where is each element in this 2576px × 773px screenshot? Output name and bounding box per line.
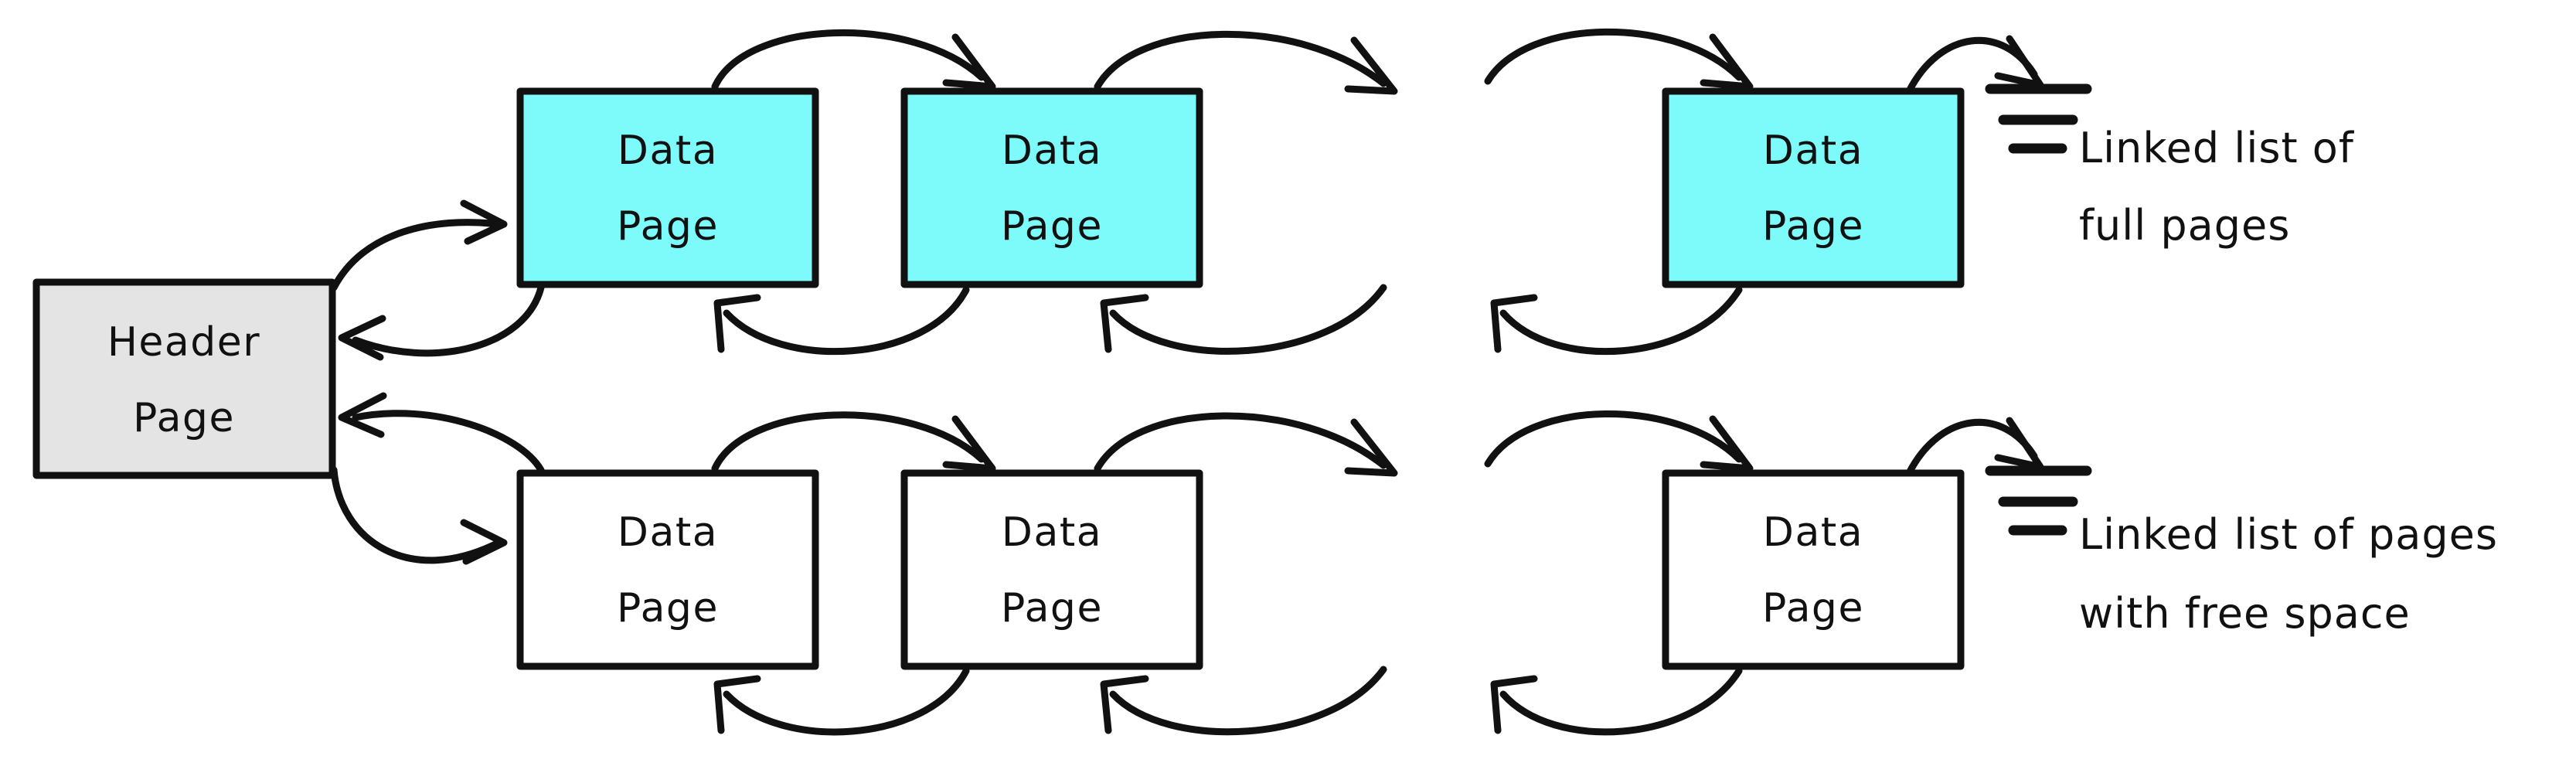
edge-gap-to-free-page-2 — [1100, 666, 1387, 736]
caption-free-space-pages: Linked list of pages with free space — [2079, 510, 2498, 638]
edge-path — [1484, 28, 1743, 85]
full-page-node-1[interactable]: Data Page — [516, 87, 819, 288]
edge-gap-to-full-page-3 — [1484, 28, 1754, 90]
edge-path — [330, 219, 502, 291]
full-page-rect — [516, 87, 819, 288]
arrow-right-icon — [1700, 415, 1754, 472]
full-page-node-2[interactable]: Data Page — [900, 87, 1203, 288]
arrow-right-icon — [942, 33, 996, 90]
arrow-right-icon — [1344, 418, 1398, 477]
arrow-left-icon — [713, 675, 761, 734]
edge-path — [723, 667, 970, 736]
header-page-rect — [32, 278, 336, 479]
arrow-left-icon — [1100, 294, 1149, 353]
caption-free-space-line2: with free space — [2079, 589, 2411, 638]
full-page-label-line2: Page — [1762, 203, 1864, 250]
header-page-node[interactable]: Header Page — [32, 278, 336, 479]
free-page-label-line1: Data — [1002, 509, 1102, 556]
edge-path — [723, 286, 970, 356]
free-page-label-line1: Data — [1763, 509, 1863, 556]
edge-free-page-3-to-null — [1905, 417, 2044, 477]
free-page-node-1[interactable]: Data Page — [516, 469, 819, 670]
free-page-rect — [900, 469, 1203, 670]
full-page-label-line1: Data — [618, 128, 718, 174]
free-page-label-line2: Page — [1762, 585, 1864, 632]
edge-full-page-2-to-gap — [1094, 30, 1398, 95]
arrow-right-icon — [1344, 36, 1398, 95]
edge-header-to-free-page-1 — [330, 466, 508, 565]
arrow-right-icon — [460, 199, 508, 245]
arrow-left-icon — [338, 315, 386, 361]
free-page-node-3[interactable]: Data Page — [1662, 469, 1965, 670]
edge-free-page-2-to-free-page-1 — [713, 667, 970, 736]
edge-free-page-3-to-gap — [1490, 667, 1743, 736]
caption-free-space-line1: Linked list of pages — [2079, 510, 2498, 559]
caption-full-pages-line1: Linked list of — [2079, 124, 2355, 172]
edge-free-page-1-to-free-page-2 — [711, 411, 996, 472]
edge-free-page-1-to-header — [338, 392, 545, 474]
free-page-rect — [1662, 469, 1965, 670]
edge-path — [1094, 412, 1387, 472]
edge-path — [1094, 30, 1387, 90]
full-page-label-line2: Page — [617, 203, 719, 250]
free-page-rect — [516, 469, 819, 670]
free-page-label-line2: Page — [617, 585, 719, 632]
full-page-node-3[interactable]: Data Page — [1662, 87, 1965, 288]
edge-full-page-1-to-full-page-2 — [711, 29, 996, 90]
full-page-rect — [900, 87, 1203, 288]
free-page-label-line2: Page — [1001, 585, 1103, 632]
ground-icon — [1985, 465, 2092, 536]
full-page-label-line1: Data — [1763, 128, 1863, 174]
edge-gap-to-free-page-3 — [1484, 410, 1754, 472]
edge-full-page-3-to-null — [1905, 35, 2044, 95]
edge-full-page-2-to-full-page-1 — [713, 286, 970, 356]
arrow-right-icon — [460, 519, 508, 565]
edge-path — [1484, 410, 1743, 468]
arrow-right-icon — [1700, 33, 1754, 90]
edge-path — [1499, 667, 1743, 736]
arrow-left-icon — [338, 392, 387, 438]
edge-gap-to-full-page-2 — [1100, 284, 1387, 355]
arrow-left-icon — [713, 294, 761, 353]
caption-full-pages-line2: full pages — [2079, 201, 2290, 250]
caption-full-pages: Linked list of full pages — [2079, 124, 2355, 250]
edge-path — [330, 466, 502, 564]
free-page-label-line1: Data — [618, 509, 718, 556]
full-page-rect — [1662, 87, 1965, 288]
edge-free-page-2-to-gap — [1094, 412, 1398, 477]
edge-path — [1109, 666, 1387, 736]
header-page-label-line2: Page — [133, 395, 235, 441]
full-page-label-line2: Page — [1001, 203, 1103, 250]
arrow-left-icon — [1490, 294, 1538, 353]
edge-path — [352, 284, 545, 357]
edge-full-page-1-to-header — [338, 284, 545, 361]
edge-path — [711, 411, 985, 472]
edge-path — [1109, 284, 1387, 355]
edge-full-page-3-to-gap — [1490, 286, 1743, 356]
free-page-node-2[interactable]: Data Page — [900, 469, 1203, 670]
edge-header-to-full-page-1 — [330, 199, 508, 291]
edge-path — [1499, 286, 1743, 356]
arrow-right-icon — [942, 415, 996, 472]
edge-path — [352, 410, 545, 474]
arrow-left-icon — [1100, 675, 1149, 734]
header-page-label-line1: Header — [107, 319, 260, 366]
edge-path — [711, 29, 985, 90]
full-page-label-line1: Data — [1002, 128, 1102, 174]
arrow-left-icon — [1490, 675, 1538, 734]
ground-icon — [1985, 83, 2092, 154]
